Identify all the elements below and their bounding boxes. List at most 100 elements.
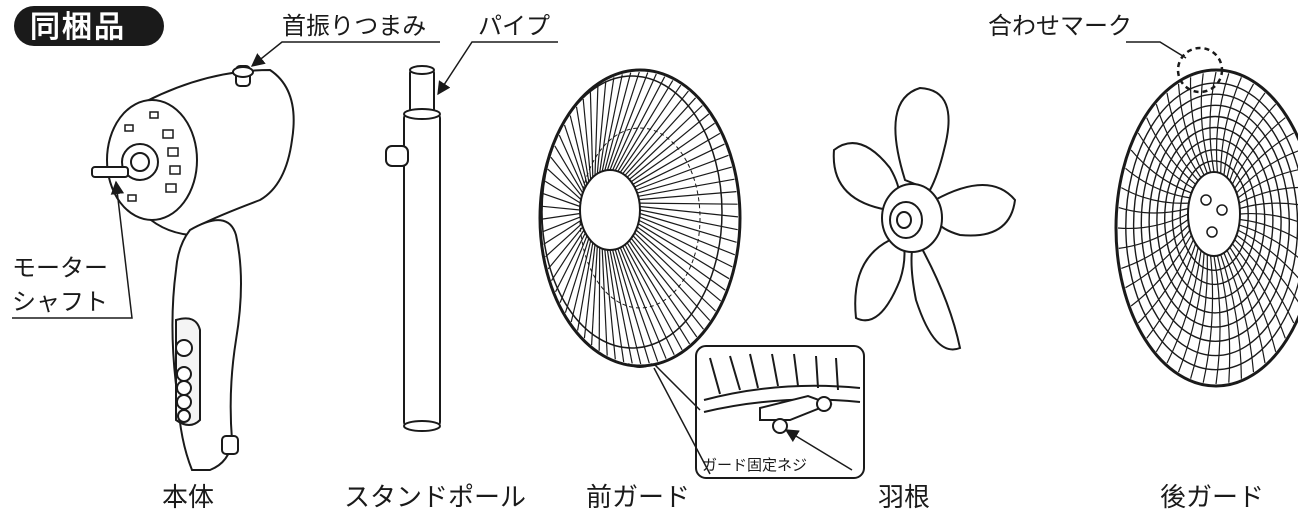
part-name-rear-guard: 後ガード xyxy=(1160,483,1264,513)
guard-wire xyxy=(1146,117,1196,185)
guard-wire xyxy=(638,178,735,197)
pipe-label: パイプ xyxy=(478,12,550,40)
guard-wire xyxy=(1118,207,1189,214)
guard-wire xyxy=(544,180,581,204)
guard-wire xyxy=(1118,219,1189,249)
guard-wire xyxy=(1238,186,1298,204)
guard-screw-label: ガード固定ネジ xyxy=(702,456,807,474)
guard-wire xyxy=(635,154,729,191)
guard-wire xyxy=(575,106,590,182)
guard-wire xyxy=(619,84,682,173)
guard-wire xyxy=(1202,255,1214,383)
guard-wire xyxy=(1209,71,1217,173)
title-text: 同梱品 xyxy=(30,10,126,45)
guard-wire xyxy=(554,145,584,194)
guard-wire xyxy=(1125,229,1191,289)
guard-wire xyxy=(604,72,632,171)
guard-wire xyxy=(624,97,697,176)
guard-wire xyxy=(601,74,623,172)
guard-wire xyxy=(614,249,650,364)
guard-wire xyxy=(606,71,640,171)
guard-wire xyxy=(1220,254,1242,379)
guard-wire xyxy=(1130,234,1193,307)
guard-wire xyxy=(1239,202,1298,210)
callout-lines xyxy=(12,41,1187,319)
guard-wire xyxy=(601,248,608,356)
guard-wire xyxy=(1125,167,1191,199)
guard-wire xyxy=(563,124,586,188)
guard-wire xyxy=(606,249,625,363)
guard-wire xyxy=(637,166,732,194)
guard-wire xyxy=(569,115,588,185)
guard-wire xyxy=(1237,169,1298,199)
guard-wire xyxy=(1121,187,1189,204)
guard-wire xyxy=(637,223,730,280)
guard-wire xyxy=(609,72,649,171)
guard-wire xyxy=(543,219,582,245)
motor-shaft-label-line1: モーター xyxy=(12,254,108,282)
guard-wire xyxy=(596,81,607,174)
guard-wire xyxy=(1121,224,1190,269)
guard-wire xyxy=(1231,117,1286,185)
guard-wire xyxy=(1234,132,1294,189)
guard-ring xyxy=(1148,115,1282,328)
guard-wire xyxy=(545,223,583,258)
part-name-blade: 羽根 xyxy=(878,483,930,513)
alignment-mark-circle xyxy=(1176,46,1224,94)
guard-wire xyxy=(626,105,703,178)
guard-wire xyxy=(639,209,738,231)
rear-guard-illustration xyxy=(1114,46,1298,388)
guard-wire xyxy=(619,247,667,359)
guard-wire xyxy=(635,229,722,302)
guard-wire xyxy=(1239,212,1298,223)
guard-wire xyxy=(1166,250,1202,364)
front-guard-illustration xyxy=(538,68,742,368)
guard-wire xyxy=(582,98,592,180)
guard-wire xyxy=(632,132,721,185)
guard-wire xyxy=(1237,229,1298,279)
guard-wire xyxy=(1117,213,1189,230)
guard-wire xyxy=(541,212,581,220)
guard-wire xyxy=(1216,255,1231,383)
guard-wire xyxy=(1130,149,1192,194)
guard-wire xyxy=(542,205,581,211)
guard-wire xyxy=(604,249,616,360)
part-name-stand-pole: スタンドポール xyxy=(344,483,526,513)
guard-wire xyxy=(1220,77,1242,174)
guard-wire xyxy=(1213,255,1221,385)
guard-wire xyxy=(542,216,581,233)
guard-wire xyxy=(614,76,666,171)
guard-wire xyxy=(1236,234,1298,303)
main-body-illustration xyxy=(91,65,295,471)
guard-wire xyxy=(638,191,737,201)
guard-wire xyxy=(622,90,689,175)
guard-wire xyxy=(617,248,659,362)
guard-wire xyxy=(554,232,586,293)
guard-wire xyxy=(1236,150,1298,194)
guard-wire xyxy=(612,249,642,365)
part-name-main-body: 本体 xyxy=(162,483,214,513)
swing-knob-label: 首振りつまみ xyxy=(282,12,426,40)
guard-wire xyxy=(594,86,599,176)
guard-ring xyxy=(1179,160,1249,272)
guard-wire xyxy=(1215,73,1230,173)
guard-ring xyxy=(1171,149,1258,286)
guard-screw-detail-inset xyxy=(653,345,865,479)
guard-wire xyxy=(547,226,584,270)
guard-wire xyxy=(1155,247,1199,353)
guard-wire xyxy=(639,216,736,256)
guard-wire xyxy=(1177,83,1205,176)
guard-wire xyxy=(558,134,585,191)
guard-wire xyxy=(1177,252,1205,373)
guard-wire xyxy=(591,246,598,346)
guard-wire xyxy=(1200,73,1212,173)
part-name-front-guard: 前ガード xyxy=(586,483,690,513)
guard-wire xyxy=(583,244,596,339)
guard-wire xyxy=(609,249,633,364)
guard-wire xyxy=(550,156,583,197)
guard-ring xyxy=(1156,126,1274,314)
guard-wire xyxy=(1155,104,1199,182)
guard-wire xyxy=(1137,239,1194,324)
guard-wire xyxy=(564,238,590,313)
